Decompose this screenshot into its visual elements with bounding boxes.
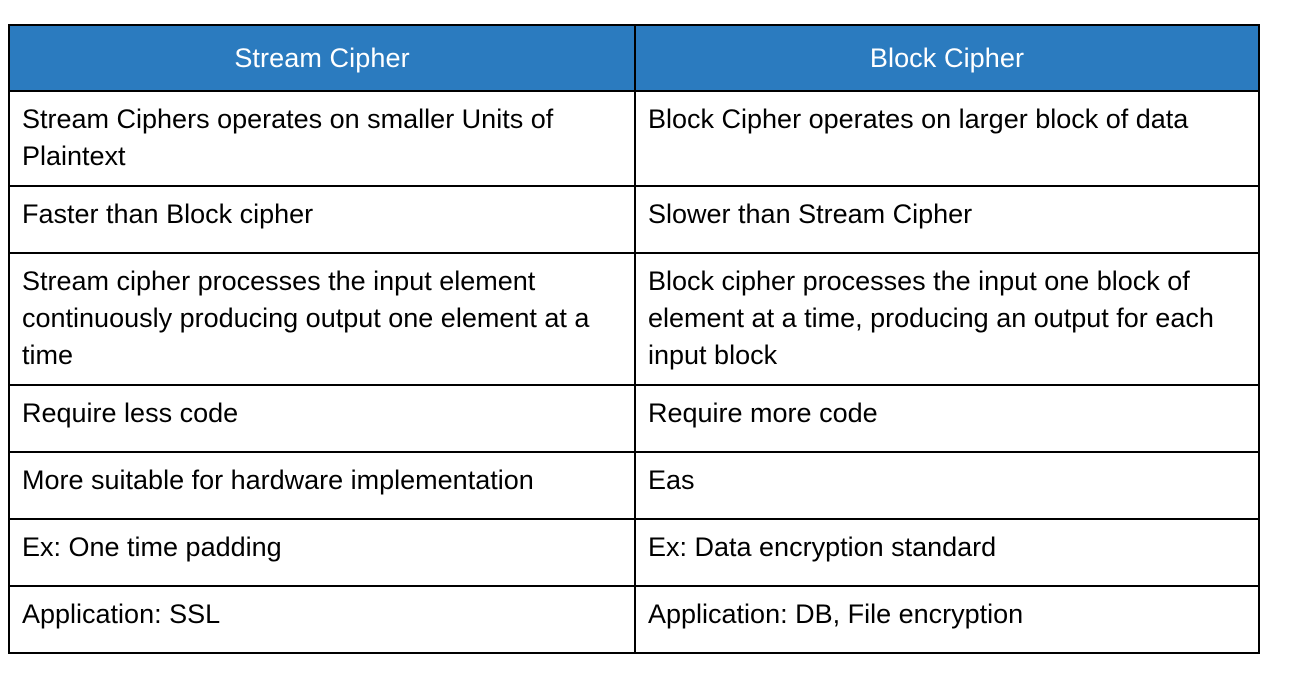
cell-stream: More suitable for hardware implementatio…: [8, 451, 636, 520]
cell-text: Require less code: [22, 398, 239, 428]
table-row: More suitable for hardware implementatio…: [8, 451, 1260, 520]
cell-text: Slower than Stream Cipher: [648, 199, 973, 229]
cell-text: Require more code: [648, 398, 878, 428]
cell-stream: Ex: One time padding: [8, 518, 636, 587]
cell-block: Block Cipher operates on larger block of…: [634, 90, 1260, 187]
table-row: Faster than Block cipher Slower than Str…: [8, 185, 1260, 254]
cell-stream: Require less code: [8, 384, 636, 453]
cell-block: Require more code: [634, 384, 1260, 453]
column-header-block-cipher: Block Cipher: [634, 24, 1260, 92]
table-row: Ex: One time padding Ex: Data encryption…: [8, 518, 1260, 587]
column-header-label: Block Cipher: [869, 43, 1025, 73]
cell-text: Ex: One time padding: [22, 532, 282, 562]
cell-text: Stream cipher processes the input elemen…: [22, 266, 590, 370]
table-body: Stream Ciphers operates on smaller Units…: [8, 90, 1260, 654]
cell-stream: Stream Ciphers operates on smaller Units…: [8, 90, 636, 187]
cell-stream: Application: SSL: [8, 585, 636, 654]
cell-text: Stream Ciphers operates on smaller Units…: [22, 104, 554, 171]
table-row: Require less code Require more code: [8, 384, 1260, 453]
cell-block: Application: DB, File encryption: [634, 585, 1260, 654]
cell-text: Application: SSL: [22, 599, 221, 629]
cell-stream: Faster than Block cipher: [8, 185, 636, 254]
cell-text: Application: DB, File encryption: [648, 599, 1024, 629]
table-row: Stream Ciphers operates on smaller Units…: [8, 90, 1260, 187]
cell-text: More suitable for hardware implementatio…: [22, 465, 534, 495]
cell-text: Faster than Block cipher: [22, 199, 314, 229]
cell-block: Eas: [634, 451, 1260, 520]
column-header-stream-cipher: Stream Cipher: [8, 24, 636, 92]
cell-stream: Stream cipher processes the input elemen…: [8, 252, 636, 386]
cell-text: Ex: Data encryption standard: [648, 532, 997, 562]
cell-block: Block cipher processes the input one blo…: [634, 252, 1260, 386]
table-header: Stream Cipher Block Cipher: [8, 24, 1260, 92]
cell-text: Block Cipher operates on larger block of…: [648, 104, 1189, 134]
cell-text: Block cipher processes the input one blo…: [648, 266, 1214, 370]
column-header-label: Stream Cipher: [234, 43, 410, 73]
cell-block: Ex: Data encryption standard: [634, 518, 1260, 587]
table-row: Stream cipher processes the input elemen…: [8, 252, 1260, 386]
cell-block: Slower than Stream Cipher: [634, 185, 1260, 254]
cell-text: Eas: [648, 465, 695, 495]
table-row: Application: SSL Application: DB, File e…: [8, 585, 1260, 654]
table-header-row: Stream Cipher Block Cipher: [8, 24, 1260, 92]
comparison-table: Stream Cipher Block Cipher Stream Cipher…: [8, 24, 1260, 654]
